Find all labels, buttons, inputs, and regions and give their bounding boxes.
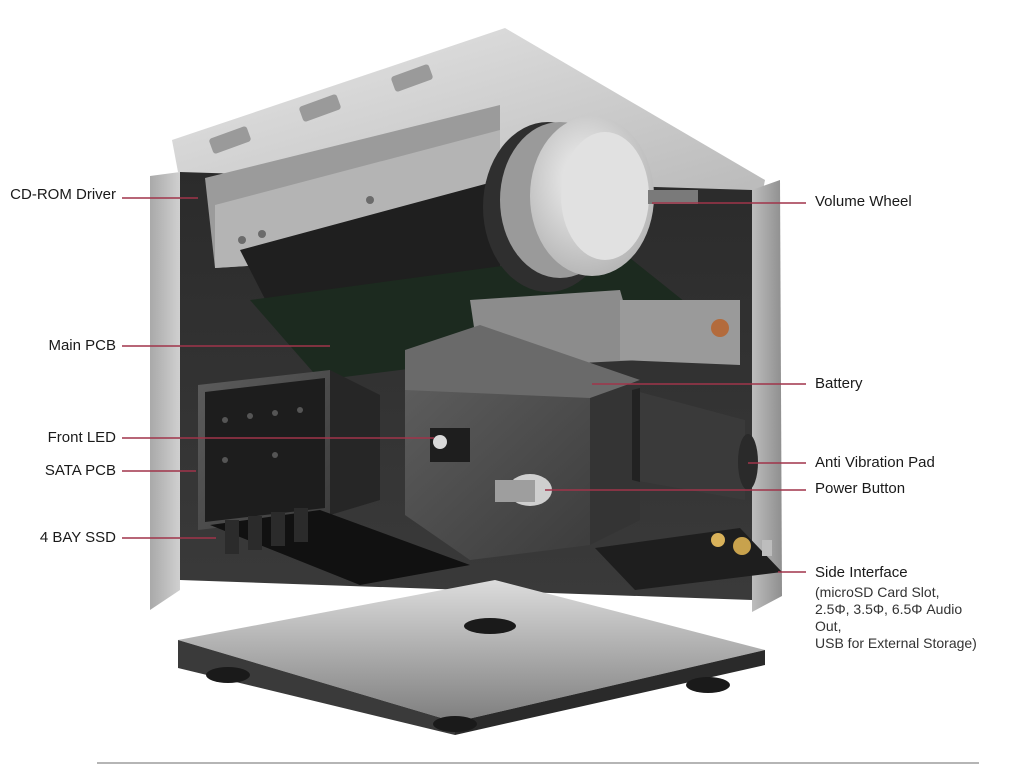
label-front-led: Front LED	[47, 429, 116, 446]
side-interface-panel	[595, 528, 782, 590]
label-side-interface: Side Interface	[815, 564, 908, 581]
label-ssd: 4 BAY SSD	[39, 529, 116, 546]
cdrom-drive	[205, 105, 500, 305]
foot	[686, 677, 730, 693]
lip-slot	[209, 126, 251, 154]
volume-wheel	[483, 116, 698, 292]
chassis-right-wall	[752, 180, 782, 612]
battery-pack	[632, 388, 758, 500]
sata-pcb	[198, 370, 380, 530]
label-anti-vibration: Anti Vibration Pad	[815, 454, 935, 471]
ssd-bays	[210, 508, 470, 585]
side-interface-detail-line: Out,	[815, 618, 842, 634]
label-power-button: Power Button	[815, 480, 906, 497]
lip-slot	[391, 64, 433, 92]
foot	[206, 667, 250, 683]
label-cdrom: CD-ROM Driver	[10, 186, 116, 203]
label-sata-pcb: SATA PCB	[44, 462, 116, 479]
side-interface-detail-line: (microSD Card Slot,	[815, 584, 940, 600]
lip-slot	[299, 94, 341, 122]
side-interface-details: (microSD Card Slot, 2.5Φ, 3.5Φ, 6.5Φ Aud…	[815, 584, 977, 652]
anti-vibration-pad	[738, 434, 758, 490]
label-main-pcb: Main PCB	[48, 337, 116, 354]
foot	[464, 618, 516, 634]
battery-module	[405, 325, 640, 560]
side-interface-detail-line: USB for External Storage)	[815, 635, 977, 651]
foot	[433, 716, 477, 732]
label-volume-wheel: Volume Wheel	[815, 193, 912, 210]
label-battery: Battery	[815, 375, 863, 392]
base-plate	[178, 580, 765, 735]
chassis-left-wall	[150, 172, 180, 610]
bottom-divider	[97, 762, 979, 764]
leader-lines	[122, 197, 806, 573]
side-interface-detail-line: 2.5Φ, 3.5Φ, 6.5Φ Audio	[815, 601, 963, 617]
